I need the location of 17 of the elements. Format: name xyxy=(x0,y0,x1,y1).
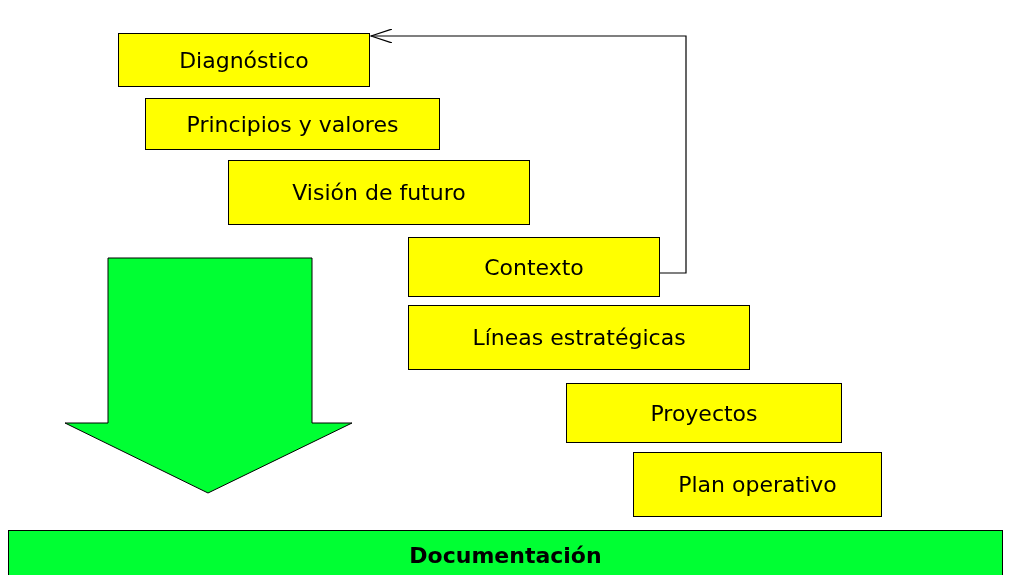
node-label: Líneas estratégicas xyxy=(472,325,686,350)
process-box xyxy=(408,237,660,297)
node-label: Plan operativo xyxy=(678,472,837,497)
node-label: Visión de futuro xyxy=(292,180,466,205)
node-label: Contexto xyxy=(484,254,584,280)
process-box xyxy=(145,98,440,150)
node-label: Diagnóstico xyxy=(179,47,309,73)
process-box xyxy=(118,33,370,87)
arrow xyxy=(370,28,687,274)
node-label: Documentación xyxy=(409,543,602,568)
process-box xyxy=(633,452,882,517)
process-box xyxy=(408,305,750,370)
process-box xyxy=(228,160,530,225)
process-box xyxy=(8,530,1003,575)
process-box xyxy=(566,383,842,443)
node-label: Proyectos xyxy=(650,400,758,426)
node-label: Principios y valores xyxy=(186,111,399,137)
